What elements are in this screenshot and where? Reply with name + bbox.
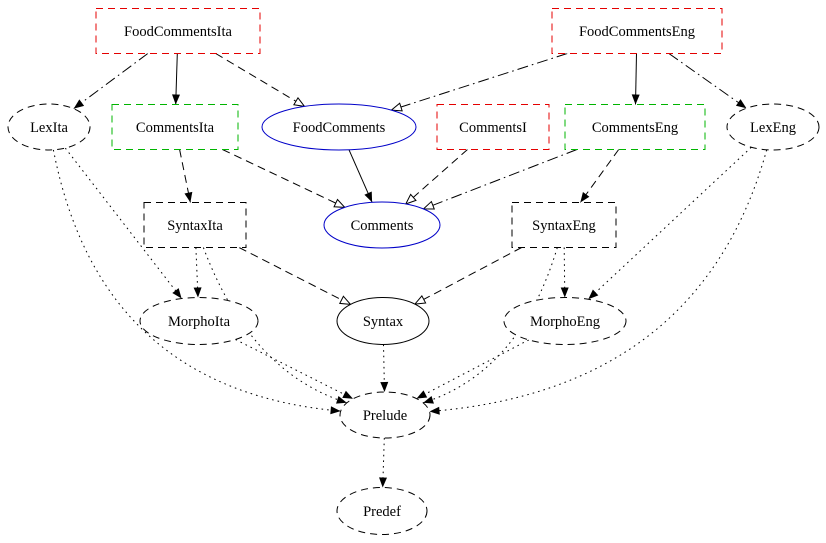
edge-SyntaxIta-Syntax bbox=[238, 247, 352, 306]
edge-Syntax-Prelude bbox=[380, 344, 389, 393]
edges-layer bbox=[52, 53, 768, 488]
node-label-CommentsI: CommentsI bbox=[459, 120, 527, 136]
node-label-CommentsEng: CommentsEng bbox=[592, 120, 678, 136]
edge-FoodCommentsIta-FoodComments bbox=[215, 53, 306, 108]
edge-LexEng-Prelude bbox=[429, 149, 768, 415]
node-label-Comments: Comments bbox=[351, 218, 414, 234]
node-LexEng bbox=[726, 103, 820, 151]
node-label-CommentsIta: CommentsIta bbox=[136, 120, 215, 136]
node-MorphoIta bbox=[139, 297, 259, 345]
edge-LexIta-Prelude bbox=[52, 149, 341, 415]
edge-CommentsIta-Comments bbox=[222, 149, 347, 208]
edge-FoodComments-Comments bbox=[348, 149, 373, 203]
node-Predef bbox=[336, 487, 428, 535]
node-label-Syntax: Syntax bbox=[363, 314, 404, 330]
node-CommentsEng bbox=[564, 104, 706, 150]
node-CommentsI bbox=[436, 104, 550, 150]
node-Prelude bbox=[339, 391, 431, 439]
node-LexIta bbox=[7, 103, 91, 151]
edge-CommentsEng-Comments bbox=[422, 149, 578, 210]
node-label-SyntaxIta: SyntaxIta bbox=[167, 218, 223, 234]
edge-CommentsI-Comments bbox=[404, 149, 468, 205]
node-label-MorphoIta: MorphoIta bbox=[168, 314, 231, 330]
node-label-FoodComments: FoodComments bbox=[293, 120, 386, 136]
edge-FoodCommentsEng-LexEng bbox=[668, 53, 747, 109]
node-label-LexIta: LexIta bbox=[30, 120, 68, 136]
node-SyntaxIta bbox=[143, 202, 247, 248]
node-FoodComments bbox=[261, 103, 417, 151]
edge-FoodCommentsIta-CommentsIta bbox=[172, 53, 181, 105]
node-label-MorphoEng: MorphoEng bbox=[530, 314, 600, 330]
edge-SyntaxIta-MorphoIta bbox=[193, 247, 202, 298]
node-label-FoodCommentsIta: FoodCommentsIta bbox=[124, 24, 233, 40]
node-FoodCommentsEng bbox=[551, 8, 723, 54]
edge-Prelude-Predef bbox=[379, 437, 388, 488]
edge-CommentsEng-SyntaxEng bbox=[579, 149, 620, 203]
edge-SyntaxIta-Prelude bbox=[202, 247, 347, 404]
node-CommentsIta bbox=[111, 104, 239, 150]
node-label-Predef: Predef bbox=[363, 504, 401, 520]
edge-MorphoIta-Prelude bbox=[235, 339, 354, 400]
node-label-SyntaxEng: SyntaxEng bbox=[532, 218, 596, 234]
edge-FoodCommentsIta-LexIta bbox=[73, 53, 149, 110]
edge-FoodCommentsEng-FoodComments bbox=[390, 53, 568, 112]
node-label-LexEng: LexEng bbox=[750, 120, 796, 136]
edge-SyntaxEng-MorphoEng bbox=[560, 247, 569, 298]
node-Syntax bbox=[336, 297, 430, 345]
node-FoodCommentsIta bbox=[95, 8, 261, 54]
edge-CommentsIta-SyntaxIta bbox=[179, 149, 193, 203]
edge-LexEng-MorphoEng bbox=[587, 146, 752, 300]
node-label-FoodCommentsEng: FoodCommentsEng bbox=[579, 24, 695, 40]
edge-SyntaxEng-Syntax bbox=[413, 247, 522, 305]
node-SyntaxEng bbox=[511, 202, 617, 248]
edge-FoodCommentsEng-CommentsEng bbox=[631, 53, 640, 105]
node-MorphoEng bbox=[503, 297, 627, 345]
node-label-Prelude: Prelude bbox=[363, 408, 407, 424]
node-Comments bbox=[323, 201, 441, 249]
edge-MorphoEng-Prelude bbox=[416, 339, 530, 400]
